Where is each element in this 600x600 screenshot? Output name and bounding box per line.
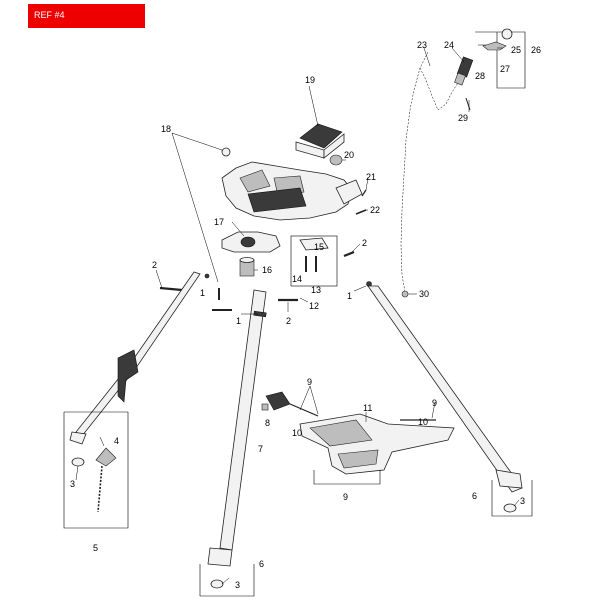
callout-20: 20 <box>344 150 354 160</box>
callout-19: 19 <box>305 75 315 85</box>
callout-2-center: 2 <box>286 316 291 326</box>
callout-18: 18 <box>161 124 171 134</box>
small-screws-21-22 <box>355 189 367 215</box>
callout-17: 17 <box>214 217 224 227</box>
callout-8: 8 <box>265 418 270 428</box>
ref-label: REF #4 <box>34 10 65 20</box>
base-spreader <box>261 391 455 485</box>
chain-hook-parts <box>454 56 474 111</box>
parts-box-13 <box>290 235 338 287</box>
center-leg <box>199 289 267 597</box>
callout-5: 5 <box>93 543 98 553</box>
callout-26: 26 <box>531 45 541 55</box>
callout-3-left: 3 <box>70 479 75 489</box>
leader-lines <box>75 47 520 585</box>
callout-6-center: 6 <box>259 559 264 569</box>
callout-13: 13 <box>311 285 321 295</box>
callout-29: 29 <box>458 113 468 123</box>
callout-21: 21 <box>366 172 376 182</box>
callout-30: 30 <box>419 289 429 299</box>
callout-12: 12 <box>309 301 319 311</box>
lower-casting <box>221 231 281 253</box>
callout-labels: 23 24 25 26 27 28 29 19 18 20 21 22 17 1… <box>70 40 541 590</box>
chain <box>400 51 461 298</box>
callout-7: 7 <box>258 444 263 454</box>
callout-16: 16 <box>262 265 272 275</box>
callout-10-left: 10 <box>292 428 302 438</box>
callout-2-right: 2 <box>362 238 367 248</box>
left-leg-detail-box <box>63 411 129 529</box>
callout-3-center: 3 <box>235 580 240 590</box>
callout-22: 22 <box>370 205 380 215</box>
callout-24: 24 <box>444 40 454 50</box>
callout-1-center: 1 <box>236 316 241 326</box>
callout-27: 27 <box>500 64 510 74</box>
callout-9-top: 9 <box>307 377 312 387</box>
ref-banner: REF #4 <box>28 4 145 28</box>
pins-2 <box>159 250 355 302</box>
left-leg <box>69 271 201 445</box>
callout-6-right: 6 <box>472 491 477 501</box>
callout-9-right: 9 <box>432 398 437 408</box>
callout-1-right: 1 <box>347 291 352 301</box>
callout-11: 11 <box>363 403 372 413</box>
vise-head-casting <box>221 147 363 221</box>
callout-4: 4 <box>114 436 119 446</box>
callout-25: 25 <box>511 45 521 55</box>
callout-10-right: 10 <box>418 417 428 427</box>
screw-16 <box>239 257 255 277</box>
callout-15: 15 <box>314 242 324 252</box>
callout-28: 28 <box>475 71 485 81</box>
callout-3-right: 3 <box>520 496 525 506</box>
callout-23: 23 <box>417 40 427 50</box>
jaw-insert <box>295 123 345 159</box>
callout-14: 14 <box>292 274 302 284</box>
right-leg <box>367 285 533 517</box>
pins-1 <box>204 273 372 311</box>
callout-1-left: 1 <box>200 288 205 298</box>
callout-2-left: 2 <box>152 260 157 270</box>
callout-9-bottom: 9 <box>343 492 348 502</box>
